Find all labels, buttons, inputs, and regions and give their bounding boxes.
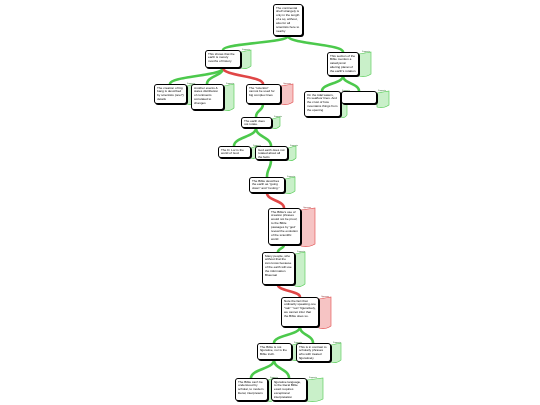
- shade-l9-b: [330, 342, 342, 363]
- shade-l1-left: [240, 49, 252, 69]
- node-l10-a[interactable]: The Bible can't be understood by scholar…: [235, 378, 268, 401]
- link-l1-left-l2-c: [221, 66, 265, 86]
- link-l3-l4-b: [254, 126, 273, 148]
- node-l2-c[interactable]: The "scientist" cannot be used for big c…: [246, 84, 281, 104]
- node-l5[interactable]: The Bible describes the earth as "going …: [249, 177, 285, 193]
- node-l1-right[interactable]: This section of the Bible mention a cata…: [327, 52, 359, 76]
- link-l1-right-l2-d: [320, 74, 345, 93]
- node-l2-b[interactable]: Another events & states distribution of …: [191, 84, 224, 110]
- link-root-l1-left: [221, 34, 290, 52]
- tag-l4-b: Supports: [290, 145, 299, 147]
- link-l8-l9-b: [298, 325, 315, 345]
- shade-l2-e: [376, 90, 390, 108]
- link-l2-c-l3: [254, 102, 265, 119]
- node-l7[interactable]: Many people, who without that the ions k…: [262, 252, 295, 285]
- link-l5-l6: [265, 191, 286, 210]
- shade-l10-b: [306, 377, 324, 402]
- tag-l2-c: Opposes: [283, 83, 292, 85]
- tag-l3: Supports: [274, 116, 283, 118]
- node-l2-d[interactable]: On the tidal waters, it's seafloor lines…: [304, 91, 341, 117]
- tag-l2-b: Supports: [226, 83, 235, 85]
- link-l4-b-l5: [265, 158, 273, 179]
- link-root-l1-right: [286, 34, 345, 54]
- node-l9-b[interactable]: This is in contrast to scholarly phrases…: [296, 343, 331, 362]
- node-l4-b[interactable]: God earth does not rotated about all the…: [255, 146, 288, 160]
- node-l9-a[interactable]: The Bible is not figurative, nor is the …: [257, 343, 292, 360]
- tag-l2-e: Supports: [378, 90, 387, 92]
- tag-l6: Opposes: [303, 207, 312, 209]
- shade-l5: [284, 176, 296, 194]
- tag-l1-left: Supports: [242, 49, 251, 51]
- tag-l1-right: Supports: [362, 51, 371, 53]
- node-l2-e[interactable]: [341, 91, 377, 104]
- link-l9-a-l10-b: [272, 358, 291, 380]
- shade-l2-b: [223, 83, 235, 111]
- shade-l6: [300, 207, 316, 247]
- shade-l7: [294, 251, 306, 287]
- tag-l10-b: Supports: [309, 377, 318, 379]
- node-l4-a[interactable]: The D. Lor is the world of God.: [218, 146, 251, 158]
- shade-l2-c: [280, 83, 294, 105]
- shade-l4-b: [287, 145, 297, 161]
- shade-l8: [318, 296, 332, 329]
- link-l1-right-l2-e: [341, 74, 361, 93]
- link-l7-l8: [276, 283, 302, 299]
- shade-l1-right: [358, 51, 372, 77]
- node-l1-left[interactable]: This shows that the earth is merely mont…: [205, 50, 241, 68]
- tag-l8: Opposes: [321, 296, 330, 298]
- node-l2-a[interactable]: The creation of big bang is described by…: [154, 84, 187, 104]
- tag-l9-b: Supports: [333, 342, 342, 344]
- node-l8[interactable]: Note the fact that ordinarily speaking o…: [281, 297, 319, 327]
- node-l6[interactable]: The Bible's use of creation phrases woul…: [268, 208, 301, 245]
- node-l10-b[interactable]: figurative language, to the literal Bibl…: [271, 378, 307, 401]
- link-l6-l7: [276, 243, 286, 254]
- link-l8-l9-a: [272, 325, 302, 345]
- tag-l7: Supports: [297, 251, 306, 253]
- tag-l5: Supports: [287, 176, 296, 178]
- link-l3-l4-a: [232, 126, 258, 148]
- root-claim-node[interactable]: The continental shelf strangely is only …: [273, 4, 303, 36]
- link-l9-a-l10-a: [249, 358, 276, 380]
- node-l3[interactable]: The earth does not rotate.: [241, 117, 272, 128]
- shade-l3: [271, 116, 281, 129]
